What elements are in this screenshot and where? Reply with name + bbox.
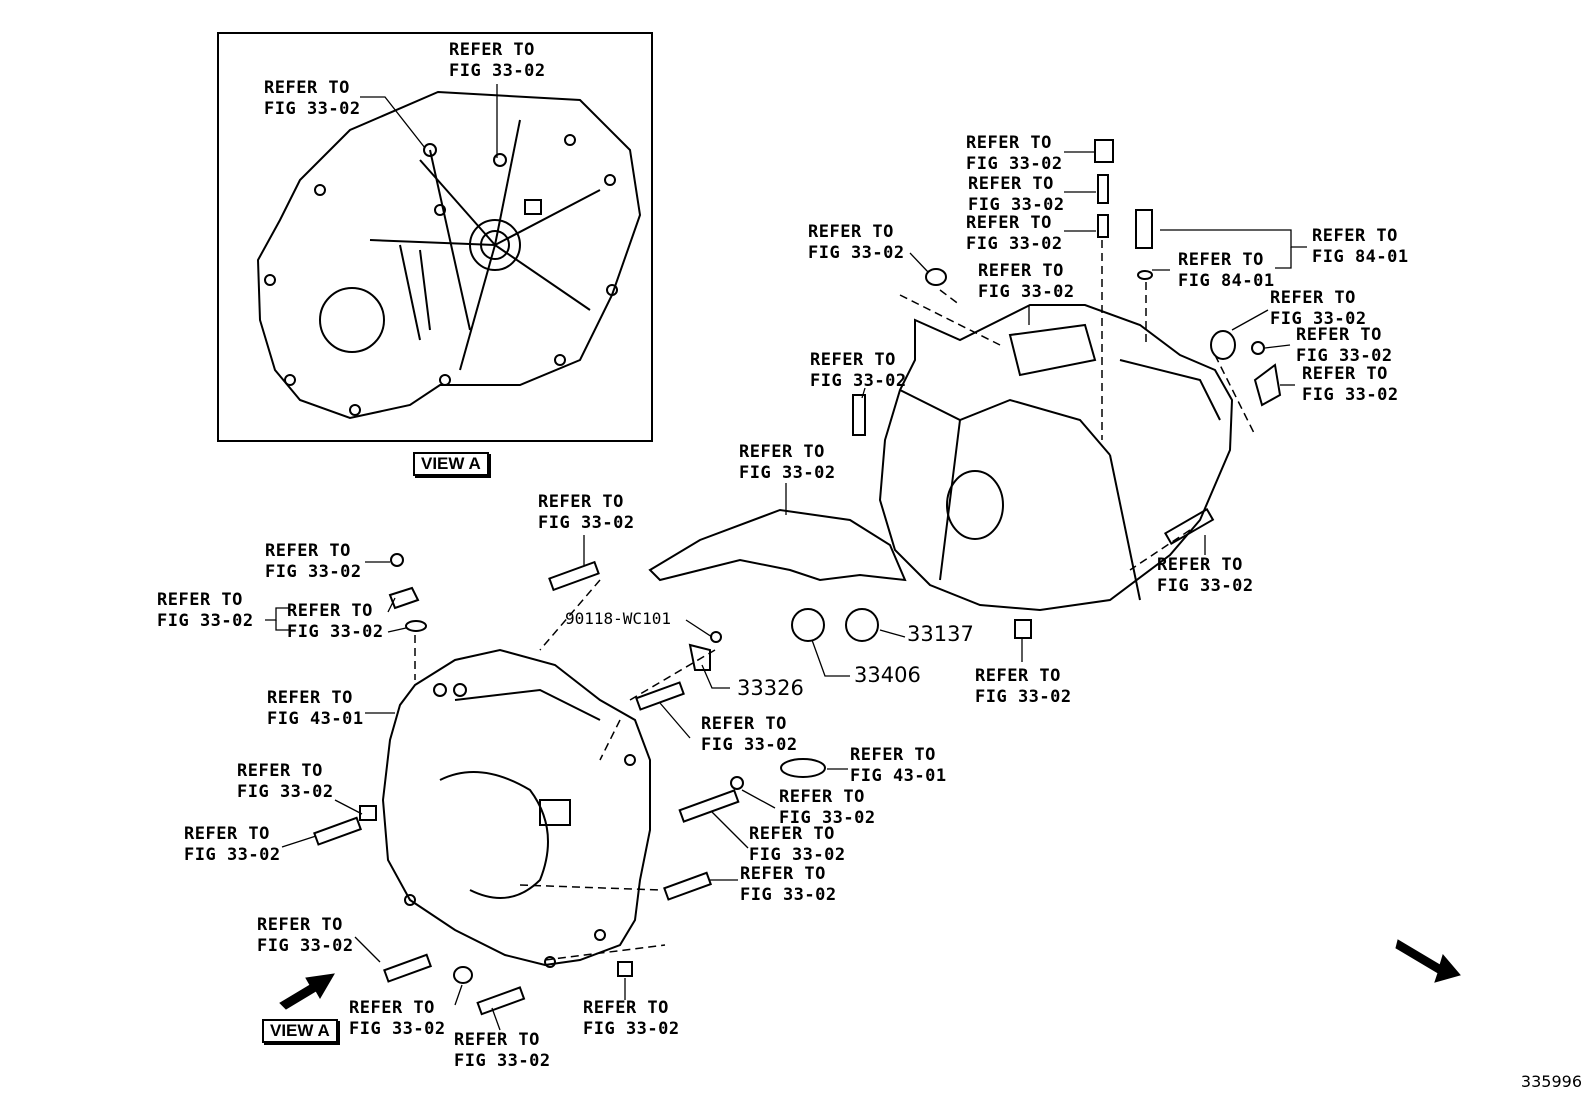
- bolt-left-icon: [313, 816, 363, 846]
- bolt-bottom2-icon: [476, 986, 526, 1016]
- plug-icon: [1094, 139, 1114, 163]
- dowel-icon: [1097, 214, 1109, 238]
- part-33406-icon: [791, 608, 825, 642]
- pin-icon: [1097, 174, 1109, 204]
- bolt-right-icon: [1163, 507, 1215, 546]
- view-a-frame: [217, 32, 653, 442]
- part-33326-icon: [688, 643, 711, 671]
- bolt-head-icon: [1251, 341, 1265, 355]
- assembly-lines: [414, 240, 1256, 961]
- transmission-housing: [381, 648, 651, 968]
- o-ring-icon: [1137, 270, 1153, 280]
- nut-icon: [730, 776, 744, 790]
- view-a-housing: [256, 90, 642, 420]
- view-a-tag: VIEW A: [413, 452, 489, 476]
- bolt-long-icon: [678, 789, 740, 823]
- view-a-arrow-icon: [279, 973, 335, 1010]
- part-number-33326[interactable]: 33326: [737, 676, 804, 700]
- switch-icon: [1135, 209, 1153, 249]
- fwd-arrow-icon: [1395, 939, 1461, 983]
- part-number-33406[interactable]: 33406: [854, 663, 921, 687]
- gasket-icon: [405, 620, 427, 632]
- figure-id: 335996: [1520, 1072, 1582, 1091]
- part-number-33137[interactable]: 33137: [907, 622, 974, 646]
- seal-ring-icon: [780, 758, 826, 778]
- view-a-tag-bottom: VIEW A: [262, 1019, 338, 1043]
- pin-left-icon: [852, 394, 866, 436]
- dowel-bottom-icon: [617, 961, 633, 977]
- transaxle-case-housing: [878, 304, 1234, 612]
- bolt-low-icon: [663, 871, 713, 901]
- part-number-90118-wc101[interactable]: 90118-WC101: [565, 609, 671, 628]
- cover-icon: [388, 586, 420, 610]
- seal-icon: [1210, 330, 1236, 360]
- plug-bottom-icon: [453, 966, 473, 984]
- bolt-bottom-icon: [383, 953, 433, 983]
- part-33137-icon: [845, 608, 879, 642]
- bracket-small-icon: [1253, 363, 1282, 407]
- bolt-top-left-icon: [390, 553, 404, 567]
- plug-small-icon: [925, 268, 947, 286]
- bolt-90118-icon: [710, 631, 722, 643]
- bolt-mid-icon: [635, 681, 685, 711]
- leader-lines: [265, 84, 1307, 1031]
- collar-icon: [359, 805, 377, 821]
- bracket: [648, 508, 907, 582]
- dowel-right-icon: [1014, 619, 1032, 639]
- bolt-upper-icon: [548, 560, 600, 592]
